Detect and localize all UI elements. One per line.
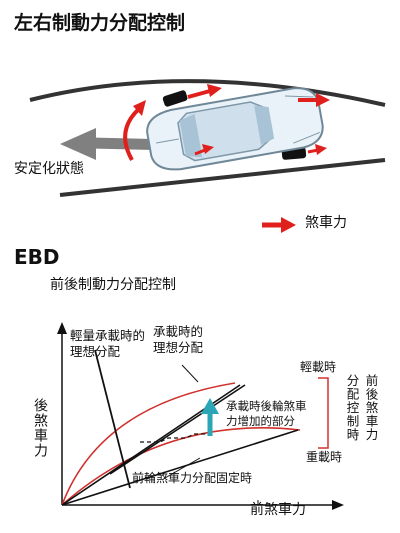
fixed-front-line bbox=[61, 429, 299, 506]
label-heavy-load: 重載時 bbox=[306, 450, 343, 464]
leader-loaded-ideal bbox=[181, 364, 199, 383]
right-label-col2: 分配控制時 bbox=[344, 374, 360, 442]
ideal-curve-loaded bbox=[61, 427, 301, 506]
brake-arrow-fl bbox=[187, 89, 211, 99]
ebd-subtitle: 前後制動力分配控制 bbox=[50, 277, 176, 293]
leader-light-ideal bbox=[94, 349, 131, 489]
yaw-arrow bbox=[123, 106, 142, 161]
brake-arrow-fr bbox=[194, 148, 206, 156]
label-rear-increase: 承載時後輪煞車 力增加的部分 bbox=[226, 399, 307, 428]
stabilization-arrow-head bbox=[60, 128, 96, 160]
y-axis-label: 後煞車力 bbox=[32, 398, 48, 458]
road-edge-top bbox=[29, 79, 386, 107]
ebd-title: EBD bbox=[14, 245, 60, 269]
label-loaded-ideal: 承載時的 理想分配 bbox=[153, 324, 204, 355]
label-light-load: 輕載時 bbox=[300, 360, 337, 374]
cornering-illustration bbox=[29, 79, 386, 233]
x-axis-label: 前煞車力 bbox=[250, 502, 306, 518]
label-front-fixed: 前輪煞車力分配固定時 bbox=[132, 471, 253, 485]
turn-state-label: 安定化狀態 bbox=[14, 161, 84, 177]
page-title: 左右制動力分配控制 bbox=[14, 12, 186, 34]
legend-label: 煞車力 bbox=[305, 215, 347, 231]
light-load-line bbox=[61, 384, 241, 506]
car-body bbox=[146, 87, 324, 171]
range-bracket bbox=[318, 377, 329, 449]
ideal-curve-light bbox=[61, 382, 236, 506]
road-edge-bottom bbox=[59, 158, 386, 197]
stepped-dashed-line bbox=[140, 433, 212, 443]
controlled-line bbox=[109, 384, 246, 475]
right-label-col1: 前後煞車力 bbox=[363, 374, 379, 442]
leader-front-fixed bbox=[164, 457, 201, 479]
yaw-arrow-head bbox=[133, 100, 146, 116]
label-light-ideal: 輕量承載時的 理想分配 bbox=[70, 328, 146, 359]
tyre-front-left bbox=[162, 90, 188, 107]
